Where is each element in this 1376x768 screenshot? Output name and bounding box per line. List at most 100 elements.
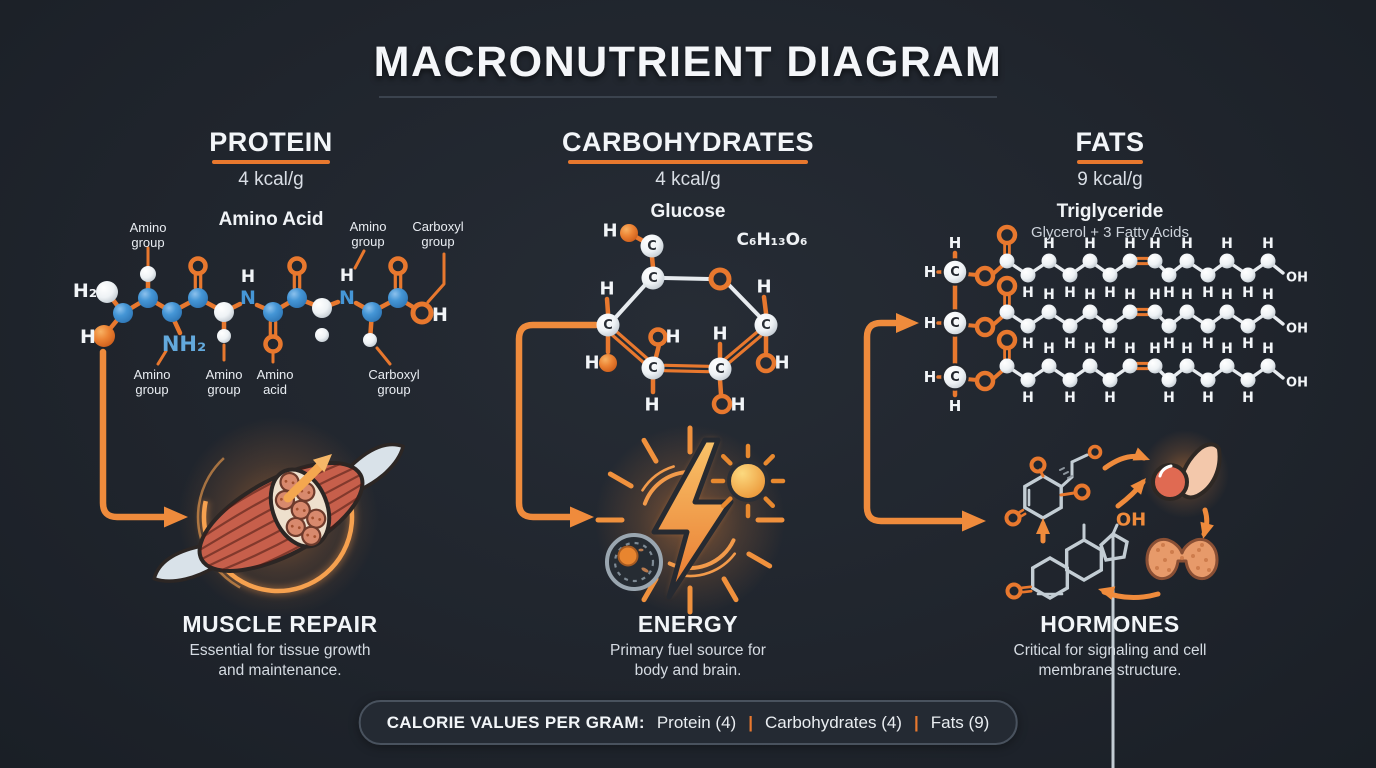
svg-text:H: H bbox=[712, 324, 727, 345]
carbs-header: CARBOHYDRATES bbox=[561, 127, 815, 157]
amino-acid-title: Amino Acid bbox=[218, 209, 324, 230]
svg-text:H: H bbox=[730, 395, 745, 416]
svg-text:H: H bbox=[1202, 285, 1214, 301]
svg-text:H: H bbox=[1221, 236, 1233, 252]
muscle-repair-title: MUSCLE REPAIR bbox=[182, 611, 378, 637]
svg-text:OH: OH bbox=[1286, 376, 1308, 391]
svg-text:H: H bbox=[1104, 390, 1116, 406]
svg-text:H: H bbox=[774, 353, 789, 374]
energy-desc: Primary fuel source for body and brain. bbox=[610, 642, 766, 679]
label-amino-acid-bottom: Amino acid bbox=[256, 367, 294, 397]
svg-text:H: H bbox=[1043, 341, 1055, 357]
svg-text:H: H bbox=[1084, 287, 1096, 303]
svg-text:H: H bbox=[1242, 336, 1254, 352]
svg-text:H: H bbox=[949, 397, 962, 415]
svg-text:OH: OH bbox=[1286, 322, 1308, 337]
svg-text:C: C bbox=[761, 318, 771, 333]
triglyceride-subtitle: Glycerol + 3 Fatty Acids bbox=[1031, 224, 1189, 241]
energy-title: ENERGY bbox=[637, 611, 739, 637]
svg-text:H: H bbox=[924, 263, 937, 281]
calorie-values-items: Protein (4)|Carbohydrates (4)|Fats (9) bbox=[657, 713, 989, 733]
svg-text:H: H bbox=[1221, 341, 1233, 357]
svg-text:H: H bbox=[584, 353, 599, 374]
svg-text:H: H bbox=[1064, 390, 1076, 406]
carbs-underline bbox=[568, 160, 808, 164]
svg-text:H: H bbox=[1064, 285, 1076, 301]
svg-text:H: H bbox=[924, 314, 937, 332]
label-carboxyl-group-bottom: Carboxyl group bbox=[368, 367, 420, 397]
svg-text:N: N bbox=[339, 287, 355, 309]
svg-text:H: H bbox=[1104, 285, 1116, 301]
label-carboxyl-group-top: Carboxyl group bbox=[412, 219, 464, 249]
svg-text:C: C bbox=[950, 316, 960, 331]
svg-text:NH₂: NH₂ bbox=[162, 332, 206, 356]
label-amino-group-bottom-2: Amino group bbox=[205, 367, 243, 397]
svg-text:H: H bbox=[1149, 236, 1161, 252]
fats-underline bbox=[1077, 160, 1143, 164]
hormones-title: HORMONES bbox=[1040, 611, 1180, 637]
svg-text:H: H bbox=[644, 395, 659, 416]
svg-text:H: H bbox=[241, 267, 255, 287]
label-amino-group-bottom-1: Amino group bbox=[133, 367, 171, 397]
muscle-illustration bbox=[152, 417, 405, 617]
svg-text:H: H bbox=[1022, 285, 1034, 301]
protein-underline bbox=[212, 160, 330, 164]
glucose-formula: C₆H₁₃O₆ bbox=[736, 230, 808, 250]
calorie-values-bar: CALORIE VALUES PER GRAM: Protein (4)|Car… bbox=[358, 700, 1018, 745]
svg-text:H: H bbox=[1262, 236, 1274, 252]
svg-text:H: H bbox=[1181, 236, 1193, 252]
svg-text:H: H bbox=[1262, 341, 1274, 357]
svg-text:H: H bbox=[599, 279, 614, 300]
svg-text:H: H bbox=[1124, 236, 1136, 252]
svg-text:OH: OH bbox=[1116, 510, 1146, 531]
label-amino-group-top-left: Amino group bbox=[129, 220, 167, 250]
svg-text:H: H bbox=[756, 277, 771, 298]
carbs-kcal: 4 kcal/g bbox=[655, 169, 721, 190]
svg-text:H: H bbox=[1242, 285, 1254, 301]
svg-text:H: H bbox=[1202, 390, 1214, 406]
protein-kcal: 4 kcal/g bbox=[238, 169, 304, 190]
thyroid-gland-icon bbox=[1145, 537, 1219, 581]
svg-text:H: H bbox=[1124, 287, 1136, 303]
svg-text:C: C bbox=[715, 362, 725, 377]
svg-text:H: H bbox=[1084, 236, 1096, 252]
svg-text:H: H bbox=[80, 326, 96, 348]
svg-text:H: H bbox=[1149, 287, 1161, 303]
footer-separator: | bbox=[913, 712, 919, 732]
svg-text:H: H bbox=[949, 234, 962, 252]
svg-text:H: H bbox=[924, 368, 937, 386]
svg-text:C: C bbox=[950, 265, 960, 280]
footer-separator: | bbox=[748, 712, 753, 732]
svg-text:H: H bbox=[340, 266, 354, 286]
svg-text:H: H bbox=[1084, 341, 1096, 357]
svg-text:H: H bbox=[1022, 336, 1034, 352]
footer-item: Fats (9) bbox=[930, 712, 990, 732]
svg-text:H: H bbox=[1242, 390, 1254, 406]
hormones-illustration: OH bbox=[1004, 430, 1229, 768]
energy-illustration bbox=[595, 425, 786, 615]
footer-item: Carbohydrates (4) bbox=[764, 712, 902, 732]
svg-text:H: H bbox=[1043, 287, 1055, 303]
label-amino-group-top-mid: Amino group bbox=[349, 219, 387, 249]
svg-text:C: C bbox=[648, 361, 658, 376]
svg-text:H: H bbox=[1163, 285, 1175, 301]
hormones-desc: Critical for signaling and cell membrane… bbox=[1013, 642, 1207, 679]
svg-text:C: C bbox=[950, 370, 960, 385]
svg-text:H: H bbox=[1163, 336, 1175, 352]
svg-text:H: H bbox=[665, 327, 680, 348]
svg-text:H: H bbox=[602, 221, 617, 242]
page-title: MACRONUTRIENT DIAGRAM bbox=[373, 38, 1003, 86]
svg-text:H: H bbox=[432, 304, 448, 326]
svg-text:H: H bbox=[1202, 336, 1214, 352]
svg-text:H: H bbox=[1163, 390, 1175, 406]
title-underline bbox=[379, 96, 997, 98]
svg-text:H: H bbox=[1221, 287, 1233, 303]
svg-text:H: H bbox=[1262, 287, 1274, 303]
svg-text:C: C bbox=[647, 239, 657, 254]
fats-kcal: 9 kcal/g bbox=[1077, 169, 1143, 190]
